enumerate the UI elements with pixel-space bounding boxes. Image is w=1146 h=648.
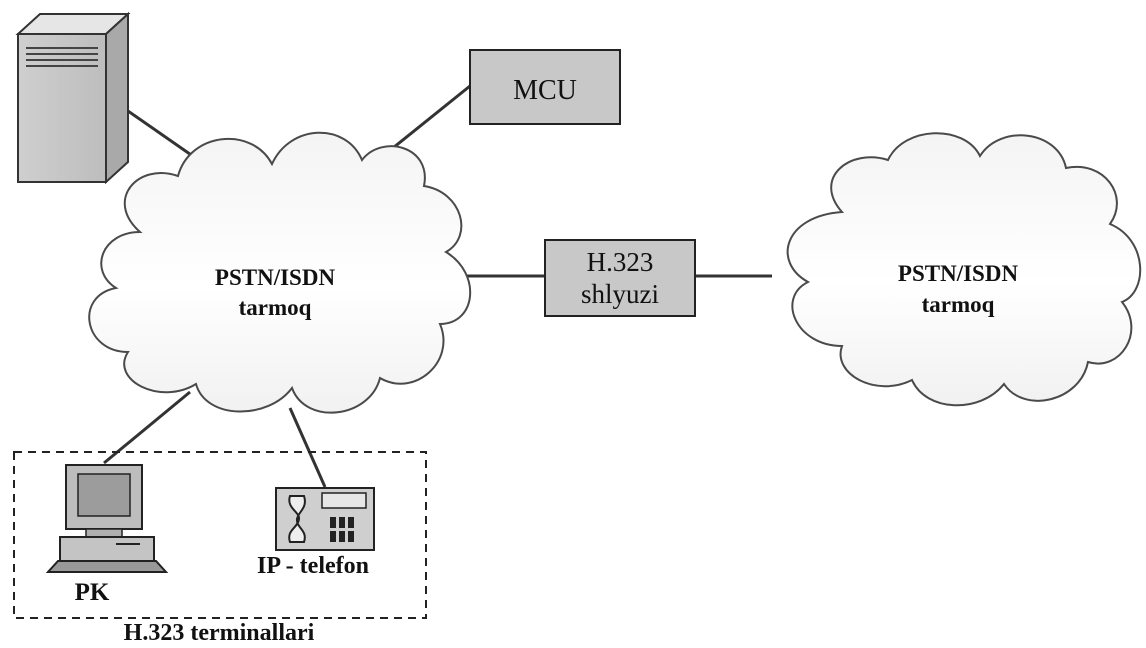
link-cloud-phone <box>288 407 327 488</box>
terminals-group: PK IP - telefon <box>13 451 427 619</box>
server-icon <box>15 11 131 185</box>
terminals-group-label: H.323 terminallari <box>124 620 315 646</box>
gateway-subtitle: shlyuzi <box>581 279 659 309</box>
right-network-cloud: PSTN/ISDN tarmoq <box>786 132 1142 407</box>
mcu-label: MCU <box>513 75 577 106</box>
pc-icon <box>45 464 169 573</box>
gateway-title: H.323 <box>587 247 654 277</box>
mcu-box: MCU <box>469 49 621 125</box>
pc-label: PK <box>75 579 110 606</box>
left-cloud-title: PSTN/ISDN <box>215 265 336 290</box>
left-cloud-subtitle: tarmoq <box>239 295 312 320</box>
right-cloud-title: PSTN/ISDN <box>898 261 1019 286</box>
ip-phone-icon <box>275 487 375 551</box>
ip-phone-label: IP - telefon <box>257 553 369 579</box>
left-network-cloud: PSTN/ISDN tarmoq <box>88 131 471 414</box>
right-cloud-subtitle: tarmoq <box>922 292 995 317</box>
gateway-box: H.323 shlyuzi <box>544 239 696 317</box>
